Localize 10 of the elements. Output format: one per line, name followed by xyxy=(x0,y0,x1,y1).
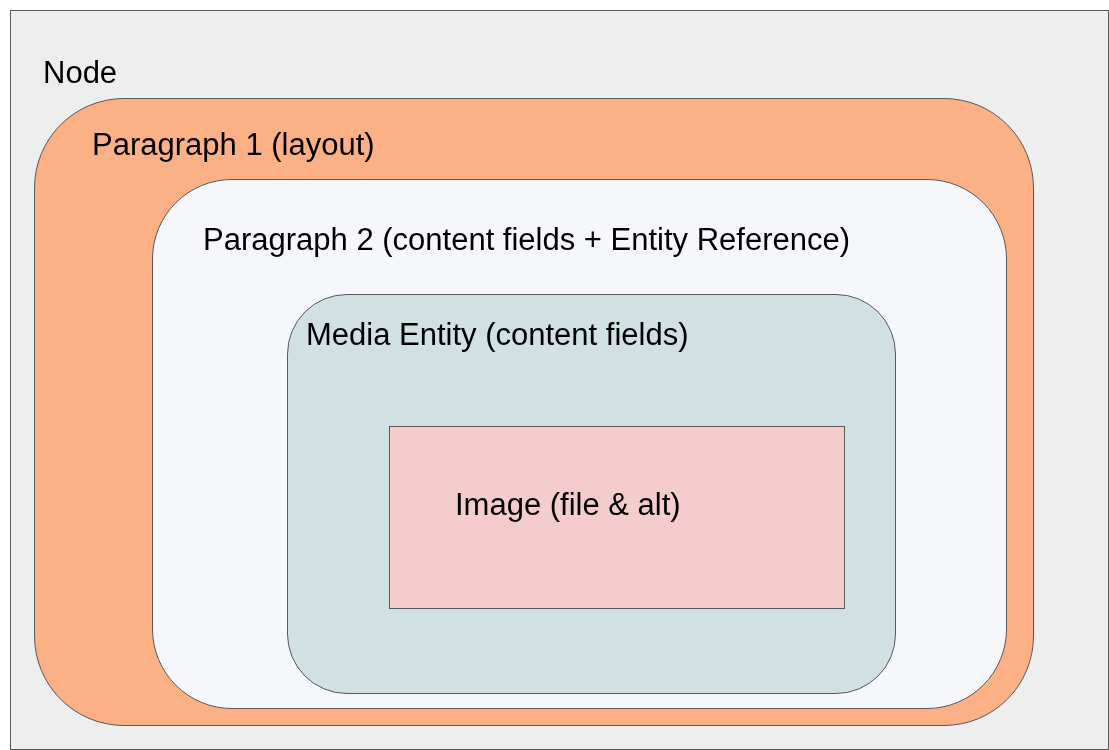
rounded-box xyxy=(152,179,1007,709)
rounded-box xyxy=(287,294,896,694)
box-label: Paragraph 2 (content fields + Entity Reference) xyxy=(203,222,851,258)
rectangle-box xyxy=(389,426,845,609)
box-label: Image (file & alt) xyxy=(455,487,681,523)
rounded-box xyxy=(34,98,1034,726)
box-label: Media Entity (content fields) xyxy=(306,317,689,353)
box-label: Node xyxy=(43,55,118,91)
outer-box xyxy=(10,10,1109,750)
box-label: Paragraph 1 (layout) xyxy=(92,127,375,163)
